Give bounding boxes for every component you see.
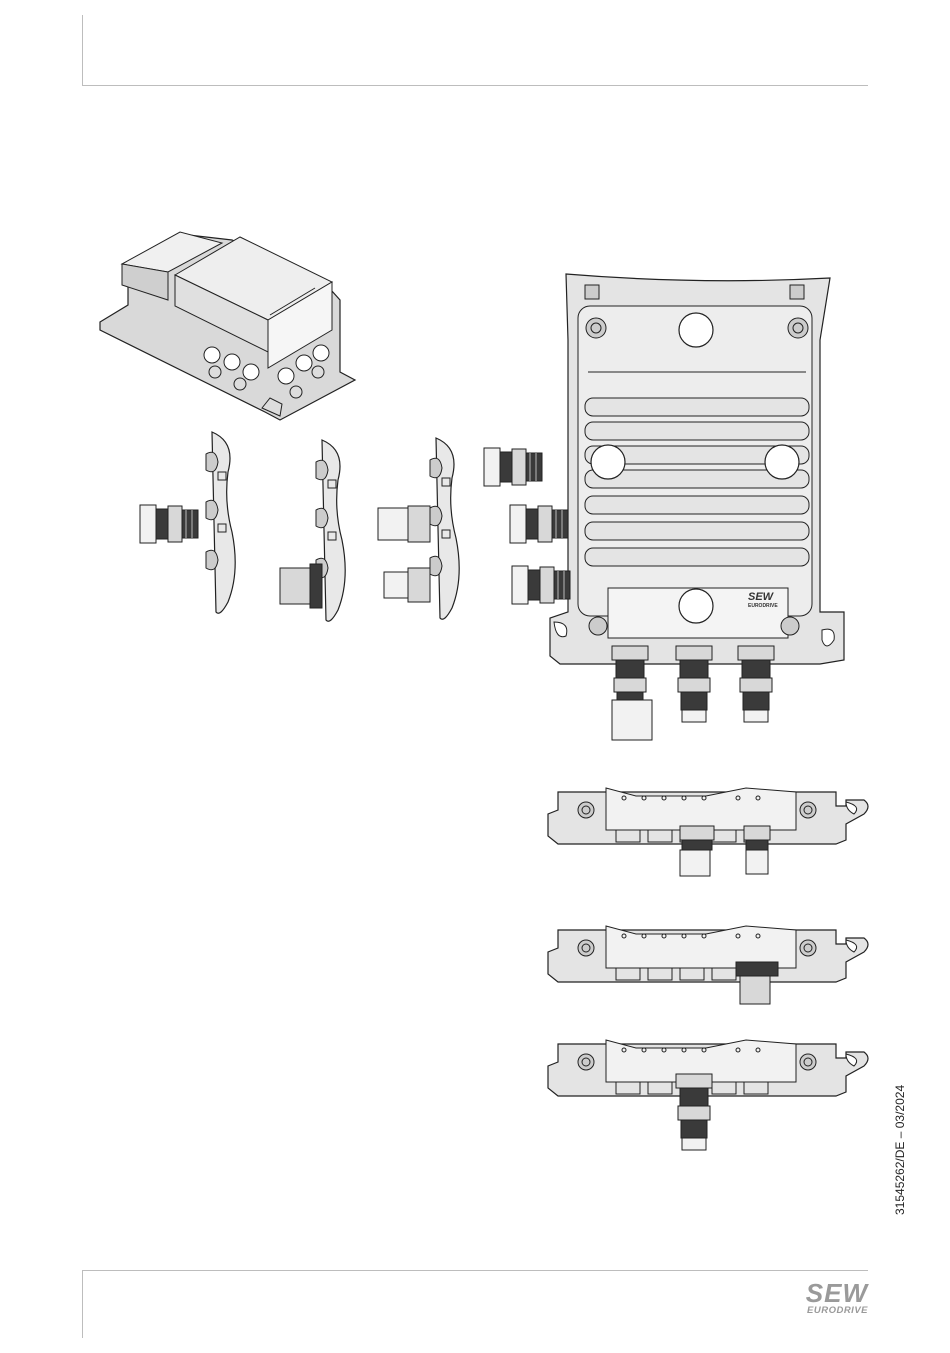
side-panel-variant-3 (378, 438, 459, 619)
device-label-line2: EURODRIVE (748, 603, 778, 609)
document-id: 31545262/DE – 03/2024 (893, 1085, 907, 1215)
sew-eurodrive-logo: SEW EURODRIVE (806, 1280, 868, 1316)
logo-line1: SEW (806, 1280, 868, 1306)
device-label-line1: SEW (748, 591, 775, 603)
side-panel-variant-2 (280, 440, 345, 621)
isometric-unit (100, 232, 355, 420)
rail-base-variant-3 (548, 1040, 868, 1150)
rail-base-variant-1 (548, 788, 868, 876)
logo-line2: EURODRIVE (806, 1306, 868, 1316)
side-panel-variant-1 (140, 432, 235, 613)
rail-base-variant-2 (548, 926, 868, 1004)
main-housing: SEW EURODRIVE (484, 274, 844, 740)
